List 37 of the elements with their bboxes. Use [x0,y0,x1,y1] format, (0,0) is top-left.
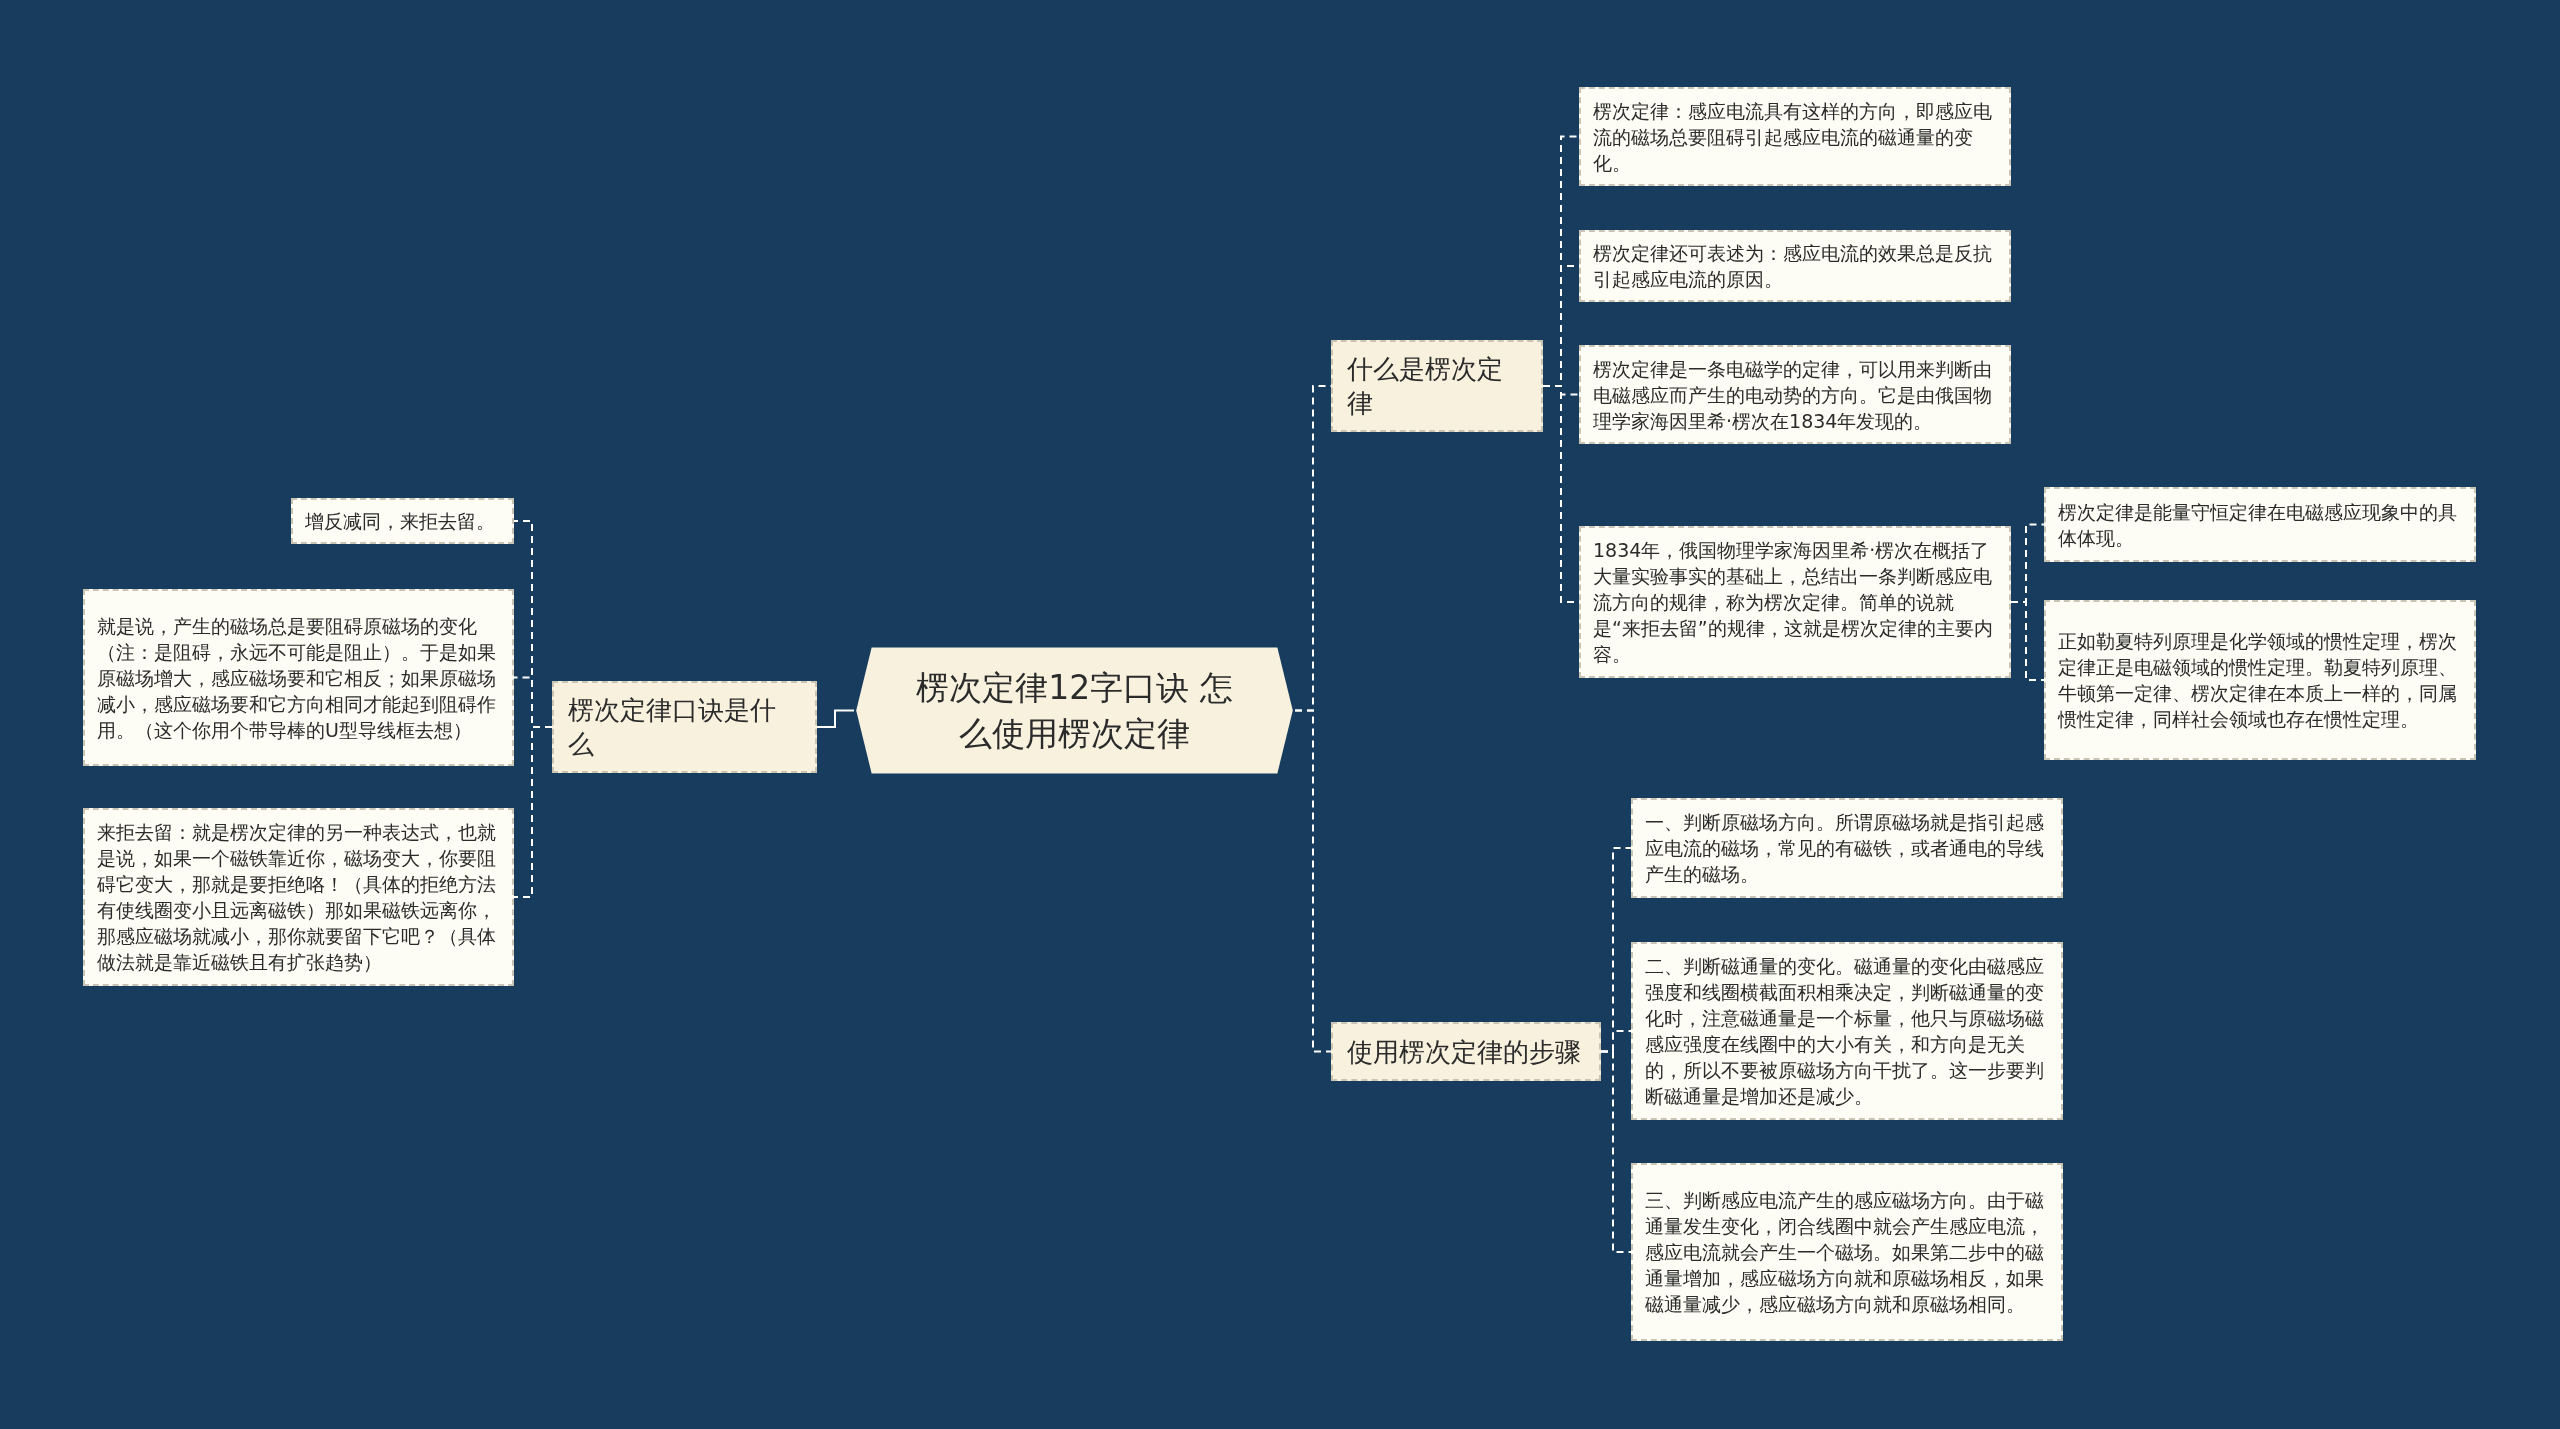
note-box [1579,230,2011,302]
note-text: 楞次定律还可表述为：感应电流的效果总是反抗引起感应电流的原因。 [1593,241,1993,292]
note-box [291,498,514,544]
note-box [2044,487,2476,562]
note-text: 楞次定律是能量守恒定律在电磁感应现象中的具体体现。 [2058,499,2458,551]
central-topic-hexagon [854,645,1295,776]
branch-topic-box [1331,1022,1601,1081]
note-box [1631,942,2063,1120]
note-text: 楞次定律是一条电磁学的定律，可以用来判断由电磁感应而产生的电动势的方向。它是由俄国物理学家海因里希·楞次在1834年发现的。 [1593,356,1993,434]
connector-line [2010,601,2045,681]
note-text: 正如勒夏特列原理是化学领域的惯性定理，楞次定律正是电磁领域的惯性定理。勒夏特列原理、牛顿第一定律、楞次定律在本质上一样的，同属惯性定律，同样社会领域也存在惯性定理。 [2058,629,2458,732]
note-text: 来拒去留：就是楞次定律的另一种表达式，也就是说，如果一个磁铁靠近你，磁场变大，你要阻碍它变大，那就是要拒绝咯！（具体的拒绝方法有使线圈变小且远离磁铁）那如果磁铁远离你，那感应磁场就减小，那你就要留下它吧？（具体做法就是靠近磁铁且有扩张趋势） [97,820,497,975]
note-box [2044,600,2476,760]
note-box [83,589,514,766]
connector-line [513,726,553,898]
note-box [1579,526,2011,678]
note-text: 增反减同，来拒去留。 [305,509,495,534]
branch-topic-box [552,681,817,773]
note-text: 三、判断感应电流产生的感应磁场方向。由于磁通量发生变化，闭合线圈中就会产生感应电流，感应电流就会产生一个磁场。如果第二步中的磁通量增加，感应磁场方向就和原磁场相反，如果磁通量减少，感应磁场方向就和原磁场相同。 [1645,1188,2045,1317]
connector-line [1294,709,1332,1053]
note-box [1631,1163,2063,1341]
note-text: 一、判断原磁场方向。所谓原磁场就是指引起感应电流的磁场，常见的有磁铁，或者通电的导线产生的磁场。 [1645,810,2045,887]
note-box [1631,798,2063,898]
branch-title: 使用楞次定律的步骤 [1347,1035,1581,1069]
note-text: 1834年，俄国物理学家海因里希·楞次在概括了大量实验事实的基础上，总结出一条判断感应电流方向的规律，称为楞次定律。简单的说就是“来拒去留”的规律，这就是楞次定律的主要内容。 [1593,538,1994,667]
branch-title: 什么是楞次定律 [1347,353,1504,420]
note-box [1579,87,2011,186]
branch-title: 楞次定律口诀是什么 [568,694,777,761]
note-text: 二、判断磁通量的变化。磁通量的变化由磁感应强度和线圈横截面积相乘决定，判断磁通量的变化时，注意磁通量是一个标量，他只与原磁场磁感应强度在线圈中的大小有关，和方向是无关的，所以不要被原磁场方向干扰了。这一步要判断磁通量是增加还是减少。 [1645,954,2045,1109]
connector-line [816,709,855,728]
note-box [1579,345,2011,444]
central-title: 楞次定律12字口诀 怎么使用楞次定律 [915,666,1234,755]
note-text: 楞次定律：感应电流具有这样的方向，即感应电流的磁场总要阻碍引起感应电流的磁通量的变化。 [1593,98,1993,176]
note-text: 就是说，产生的磁场总是要阻碍原磁场的变化（注：是阻碍，永远不可能是阻止）。于是如果原磁场增大，感应磁场要和它相反；如果原磁场减小，感应磁场要和它方向相同才能起到阻碍作用。（这个你用个带导棒的U型导线框去想） [97,613,497,743]
connector-line [1600,1050,1632,1253]
note-box [83,808,514,986]
branch-topic-box [1331,340,1543,432]
